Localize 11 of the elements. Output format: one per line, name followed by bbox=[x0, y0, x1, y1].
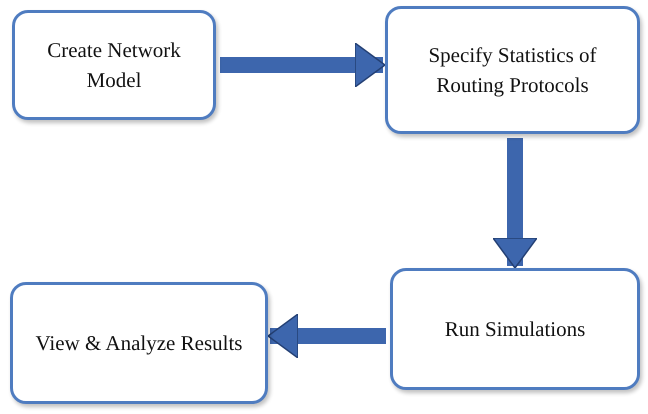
step-label: Create Network Model bbox=[46, 36, 182, 94]
step-label: Specify Statistics of Routing Protocols bbox=[428, 42, 598, 99]
block-arrow bbox=[267, 313, 386, 359]
block-arrow bbox=[220, 42, 386, 88]
step-label: Run Simulations bbox=[444, 316, 586, 343]
block-arrow bbox=[492, 138, 538, 269]
process-box bbox=[385, 6, 640, 134]
step-label: View & Analyze Results bbox=[36, 330, 242, 357]
process-box bbox=[390, 268, 640, 390]
process-box bbox=[12, 10, 216, 120]
process-box bbox=[10, 282, 268, 404]
